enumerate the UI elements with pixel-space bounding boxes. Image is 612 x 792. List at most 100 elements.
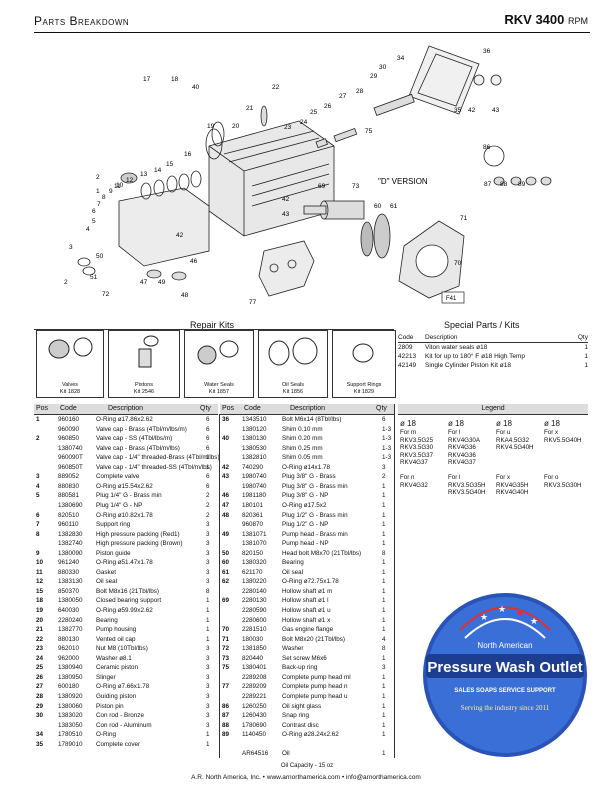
svg-text:43: 43 [282,211,290,218]
cell-description: Oil sight glass [282,702,322,710]
cell-code: 1380920 [58,692,83,700]
cell-qty: 1 [382,587,386,595]
cell-description: O-Ring [96,731,116,739]
cell-qty: 6 [206,435,210,443]
legend-model: For o [544,474,559,481]
svg-text:16: 16 [184,151,192,158]
cell-code: 1780690 [242,721,267,729]
special-code: 42149 [398,362,417,369]
cell-description: O-Ring ø59.99x2.62 [96,607,153,614]
cell-qty: 2 [382,473,386,481]
cell-qty: 1 [206,731,210,739]
cell-description: Hollow shaft ø1 l [282,597,329,605]
legend-diameter: ø 18 [400,419,417,428]
cell-description: Nut M8 (10Tbl/lbs) [96,645,148,653]
cell-pos: 20 [36,616,44,624]
legend-diameter: ø 18 [448,419,465,428]
legend-model [400,467,446,475]
cell-code: 180101 [242,501,264,509]
cell-description: O-Ring ø51.47x1.78 [96,559,153,567]
svg-text:42: 42 [176,232,184,239]
cell-code: 960090T [58,454,83,462]
cell-description: Complete pump head u [282,692,348,700]
cell-qty: 1 [382,482,386,490]
table-divider [219,414,220,758]
cell-code: 1780510 [58,731,83,739]
cell-description: O-Ring ø72.75x1.78 [282,578,339,586]
cell-description: Complete cover [96,740,141,748]
legend-model [448,467,494,475]
cell-pos: 27 [36,683,44,691]
cell-qty: 3 [382,664,386,672]
section-title: Parts Breakdown [34,14,130,28]
cell-pos: 70 [222,626,230,634]
cell-description: O-Ring ø14x1.78 [282,463,330,471]
cell-qty: 8 [382,549,386,557]
svg-text:77: 77 [249,299,257,306]
cell-pos: 28 [36,692,44,700]
legend-model: For x [496,474,511,481]
svg-text:25: 25 [310,109,318,116]
svg-text:5: 5 [92,218,96,225]
cell-qty: 3 [206,568,210,576]
cell-pos: 69 [222,597,230,605]
special-header-row: Code Description Qty [398,333,588,343]
legend-model: RKV4G36 [448,444,476,451]
header-rule [34,32,590,33]
cell-code: 1380690 [58,501,83,509]
cell-description: Complete valve [96,473,140,481]
cell-pos: 4 [36,482,40,490]
legend-model: RKV4G36 [448,451,476,459]
water-seals-kit-icon [197,340,239,365]
cell-qty: 1 [206,740,210,748]
cell-qty: 6 [206,482,210,490]
cell-description: Bearing [96,616,118,624]
cell-code: 740290 [242,463,264,471]
table-row [220,741,394,749]
cell-description: Plug 3/8" G - NP [282,492,329,500]
cell-code: 1380401 [242,664,267,672]
svg-text:18: 18 [171,76,179,83]
cell-code: 1382770 [58,626,83,634]
cell-qty: 3 [206,702,210,710]
cell-pos: 30 [36,712,44,720]
svg-text:20: 20 [232,123,240,130]
figure-label: F41 [446,296,457,302]
svg-text:72: 72 [102,291,110,298]
svg-text:11: 11 [114,183,121,190]
cell-pos: 1 [36,416,40,423]
model-name: RKV 3400 [504,12,565,27]
cell-code: 820150 [242,549,264,557]
cell-pos: 7 [36,521,40,529]
cell-description: Shim 0.10 mm [282,425,323,433]
cell-qty: 1 [382,692,386,700]
cell-pos: 49 [222,530,230,538]
cell-code: 2281510 [242,626,267,634]
cell-qty: 3 [206,530,210,538]
svg-text:★: ★ [480,612,488,622]
cell-description: Plug 3/8" G - Brass [282,473,336,481]
crankshaft-drawing [303,200,365,220]
support-rings-kit-icon [352,343,374,363]
version-label: "D" VERSION [378,177,428,186]
cell-description: Pump head - NP [282,540,329,548]
